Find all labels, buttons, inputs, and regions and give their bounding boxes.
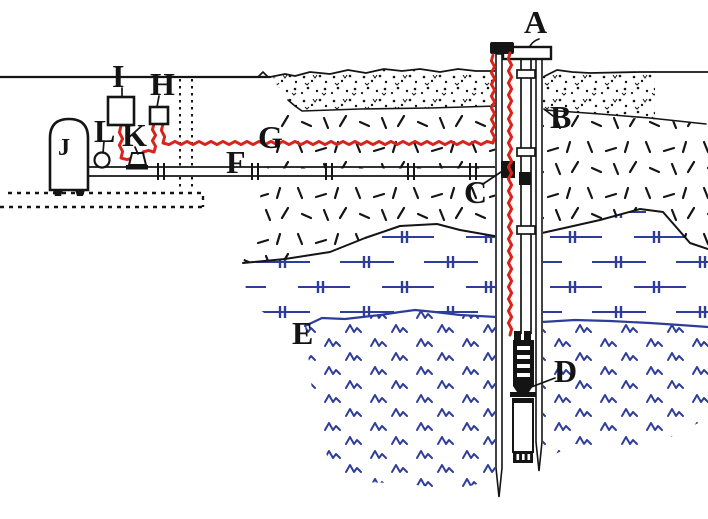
cable-box-h-to-switch xyxy=(141,122,158,161)
cable-splice xyxy=(514,331,531,341)
cable-down-well xyxy=(506,51,514,337)
ground-surface-line-right xyxy=(544,69,708,77)
pressure-gauge xyxy=(93,151,111,169)
foundation-dashed-outline xyxy=(0,191,205,209)
submersible-pump xyxy=(510,331,536,463)
cable-to-wellhead xyxy=(159,53,497,147)
pump-flange-1 xyxy=(510,392,536,397)
pointer-l xyxy=(102,140,105,154)
pointer-h xyxy=(156,95,160,108)
callout-f: F xyxy=(226,144,246,180)
callout-c: C xyxy=(464,174,488,210)
tank-foot xyxy=(53,190,63,196)
surface-bump xyxy=(257,71,269,78)
pump-motor xyxy=(512,401,534,453)
till-bottom-boundary-left xyxy=(242,223,501,264)
callout-h: H xyxy=(150,66,175,102)
callout-k: K xyxy=(122,117,147,153)
well-casing-left-wall xyxy=(495,53,503,498)
pointer-c xyxy=(482,169,505,185)
callout-j: J xyxy=(58,135,70,161)
tank-foot xyxy=(75,190,85,196)
water-table-line-right xyxy=(540,318,708,329)
pump-flange-2 xyxy=(512,398,534,402)
pointer-b xyxy=(543,108,554,117)
cable-control-box-to-switch xyxy=(117,124,135,162)
motor-end-vents xyxy=(516,454,531,460)
callout-g: G xyxy=(258,119,283,155)
control-box-small xyxy=(148,105,170,126)
conduit-elbow xyxy=(490,42,514,54)
callout-a: A xyxy=(524,4,548,40)
pointer-k xyxy=(134,146,139,155)
pressure-tank xyxy=(48,117,90,196)
pointer-d xyxy=(525,377,556,390)
callout-d: D xyxy=(554,353,578,389)
water-table-line-left xyxy=(303,308,499,328)
pressure-switch xyxy=(126,152,148,170)
gravel-topsoil-layer xyxy=(272,69,655,120)
ground-surface-line xyxy=(269,68,498,78)
till-bottom-boundary-right xyxy=(541,208,708,250)
control-box-large xyxy=(106,95,136,127)
pump-body-slots xyxy=(517,346,530,377)
callout-e: E xyxy=(292,315,314,351)
callout-b: B xyxy=(550,99,572,135)
pipe-couplings xyxy=(157,163,477,180)
pointer-a xyxy=(529,38,540,47)
aquifer-sand-layer xyxy=(243,209,708,328)
callout-i: I xyxy=(112,58,125,94)
callout-l: L xyxy=(94,113,116,149)
well-casing-right-wall xyxy=(535,58,543,472)
drop-pipe-couplings xyxy=(516,69,536,235)
gravel-bottom-boundary-right xyxy=(544,109,707,125)
supply-pipe xyxy=(88,163,502,180)
gravel-bottom-boundary-left xyxy=(287,99,498,112)
drop-pipe xyxy=(520,59,532,334)
